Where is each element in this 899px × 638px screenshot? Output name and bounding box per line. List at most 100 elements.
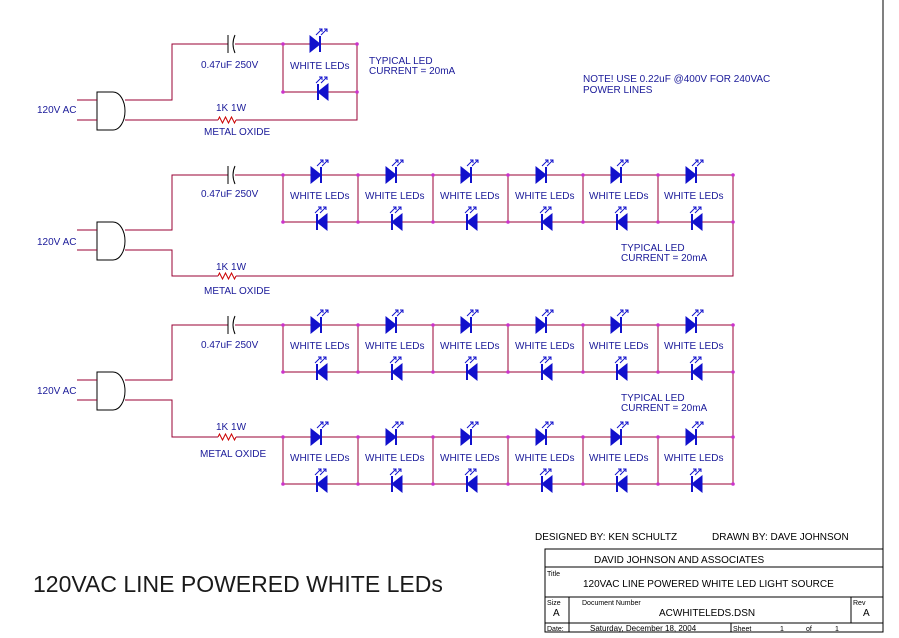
led-arrow — [544, 468, 552, 476]
led-c2-rev — [689, 206, 703, 232]
capacitor-plate-curved — [232, 315, 236, 335]
title-block — [544, 548, 884, 633]
led-arrow-head — [695, 421, 699, 425]
led-arrow — [394, 468, 402, 476]
led-c2-fwd — [460, 159, 479, 185]
led-triangle — [535, 165, 547, 185]
capacitor — [227, 34, 236, 54]
c1-resistor-label: 1K 1W — [216, 103, 247, 114]
junction-dot — [431, 370, 435, 374]
led-c3-bottom-fwd — [460, 421, 479, 447]
led-c3-bottom-rev — [689, 468, 703, 494]
wire — [125, 43, 228, 101]
junction-dot — [281, 435, 285, 439]
led-triangle — [541, 362, 553, 382]
led-arrow — [469, 206, 477, 214]
capacitor-plate-curved — [232, 165, 236, 185]
led-arrow-head — [319, 28, 323, 32]
led-arrow — [464, 206, 472, 214]
led-arrow-head — [548, 206, 552, 210]
led-arrow — [694, 206, 702, 214]
plug-body — [96, 91, 126, 131]
capacitor — [227, 165, 236, 185]
junction-dot — [356, 435, 360, 439]
led-arrow — [389, 206, 397, 214]
led-arrow — [544, 206, 552, 214]
led-arrow — [696, 309, 704, 317]
led-c2-rev — [614, 206, 628, 232]
led-arrow-head — [475, 159, 479, 163]
led-triangle — [616, 212, 628, 232]
led-triangle — [391, 362, 403, 382]
led-arrow-head — [473, 468, 477, 472]
c1-led-label: WHITE LEDs — [290, 61, 349, 72]
led-arrow — [394, 356, 402, 364]
c3-led-label-bottom-3: WHITE LEDs — [440, 453, 499, 464]
led-triangle — [316, 212, 328, 232]
led-arrow-head — [625, 159, 629, 163]
led-triangle — [691, 474, 703, 494]
led-arrow-head — [693, 468, 697, 472]
led-triangle — [616, 474, 628, 494]
led-triangle — [310, 427, 322, 447]
c3-led-label-bottom-5: WHITE LEDs — [589, 453, 648, 464]
led-arrow-head — [320, 159, 324, 163]
led-arrow — [691, 309, 699, 317]
led-arrow — [396, 309, 404, 317]
ac-plug — [77, 371, 126, 411]
led-arrow-head — [698, 356, 702, 360]
led-arrow-head — [545, 159, 549, 163]
ac-plug — [77, 221, 126, 261]
c3-led-label-bottom-1: WHITE LEDs — [290, 453, 349, 464]
junction-dot — [656, 220, 660, 224]
led-arrow-head — [470, 159, 474, 163]
junction-dot — [731, 435, 735, 439]
c3-led-label-bottom-4: WHITE LEDs — [515, 453, 574, 464]
c3-led-label-top-5: WHITE LEDs — [589, 341, 648, 352]
c2-current-note-line1: TYPICAL LED — [621, 243, 685, 254]
resistor — [217, 271, 237, 281]
led-arrow-head — [318, 206, 322, 210]
led-arrow-head — [543, 468, 547, 472]
wire — [125, 249, 218, 277]
junction-dot — [731, 220, 735, 224]
led-arrow-head — [700, 159, 704, 163]
junction-dot — [656, 370, 660, 374]
c1-current-note-line1: TYPICAL LED — [369, 56, 433, 67]
led-triangle — [385, 165, 397, 185]
led-arrow-head — [700, 309, 704, 313]
led-c3-top-fwd — [610, 309, 629, 335]
led-arrow — [391, 421, 399, 429]
c1-source-label: 120V AC — [37, 105, 76, 116]
tb-docnum-caption: Document Number — [582, 600, 641, 607]
junction-dot — [431, 323, 435, 327]
led-arrow — [539, 206, 547, 214]
led-c3-bottom-rev — [464, 468, 478, 494]
led-triangle — [460, 315, 472, 335]
led-triangle — [316, 474, 328, 494]
led-arrow-head — [548, 356, 552, 360]
led-arrow — [539, 468, 547, 476]
c2-led-label-1: WHITE LEDs — [290, 191, 349, 202]
led-arrow-head — [475, 309, 479, 313]
led-arrow-head — [393, 468, 397, 472]
junction-dot — [506, 435, 510, 439]
led-arrow — [616, 309, 624, 317]
junction-dot — [656, 482, 660, 486]
junction-dot — [581, 323, 585, 327]
led-c2-rev — [389, 206, 403, 232]
led-triangle — [466, 362, 478, 382]
resistor — [217, 432, 237, 442]
led-triangle — [316, 362, 328, 382]
led-triangle — [466, 474, 478, 494]
led-c3-bottom-rev — [314, 468, 328, 494]
led-arrow-head — [470, 309, 474, 313]
led-c2-fwd — [535, 159, 554, 185]
led-arrow — [316, 421, 324, 429]
led-triangle — [460, 427, 472, 447]
tb-of-caption: of — [806, 626, 812, 633]
wire — [125, 174, 228, 231]
c2-source-label: 120V AC — [37, 237, 76, 248]
junction-dot — [356, 323, 360, 327]
